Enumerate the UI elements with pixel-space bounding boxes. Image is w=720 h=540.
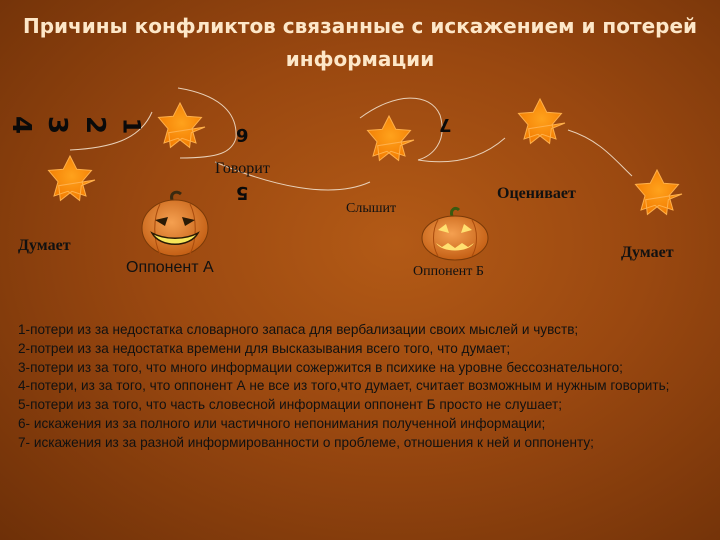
legend-list: 1-потери из за недостатка словарного зап… — [18, 321, 712, 453]
label-slyshit: Слышит — [346, 201, 397, 216]
star-slyshit — [366, 114, 415, 162]
connector-otsenivaet-to-dumaet — [567, 129, 633, 177]
star-otsenivaet — [517, 97, 566, 145]
legend-item-6: 6- искажения из за полного или частичног… — [18, 415, 546, 431]
marker-1: 1 — [117, 117, 146, 135]
legend-item-1: 1-потери из за недостатка словарного зап… — [18, 322, 579, 337]
label-govorit: Говорит — [215, 160, 270, 177]
legend-item-3: 3-потери из за того, что много информаци… — [18, 359, 623, 375]
marker-7: 7 — [439, 114, 452, 135]
legend-item-7: 7- искажения из за разной информированно… — [18, 434, 594, 450]
marker-2: 2 — [80, 115, 111, 135]
connectors — [69, 87, 633, 191]
star-dumaet-right — [634, 168, 683, 216]
marker-6: 6 — [236, 124, 249, 145]
connector-arc-6 — [177, 87, 237, 159]
connector-slyshit-to-otsenivaet — [417, 137, 506, 163]
label-opponent-a: Оппонент А — [126, 259, 214, 276]
pumpkin-opponent-b — [421, 206, 489, 261]
label-otsenivaet: Оценивает — [497, 185, 576, 202]
legend-item-5: 5-потери из за того, что часть словесной… — [18, 397, 562, 413]
marker-4: 4 — [6, 115, 37, 135]
star-govorit — [157, 101, 206, 149]
connector-dumaet-to-govorit — [69, 111, 153, 151]
label-opponent-b: Оппонент Б — [413, 264, 484, 279]
legend-item-2: 2-потреи из за недостатка времени для вы… — [18, 340, 511, 356]
marker-3: 3 — [42, 115, 73, 135]
star-dumaet-left — [47, 154, 96, 202]
page-title: Причины конфликтов связанные с искажение… — [22, 14, 698, 71]
marker-5: 5 — [236, 182, 249, 203]
legend-item-4: 4-потери, из за того, что оппонент А не … — [18, 378, 670, 394]
pumpkin-opponent-a — [141, 190, 209, 257]
connector-govorit-to-slyshit — [214, 161, 371, 191]
connector-arc-7 — [359, 97, 443, 161]
label-dumaet-left: Думает — [18, 237, 71, 254]
label-dumaet-right: Думает — [621, 244, 674, 261]
